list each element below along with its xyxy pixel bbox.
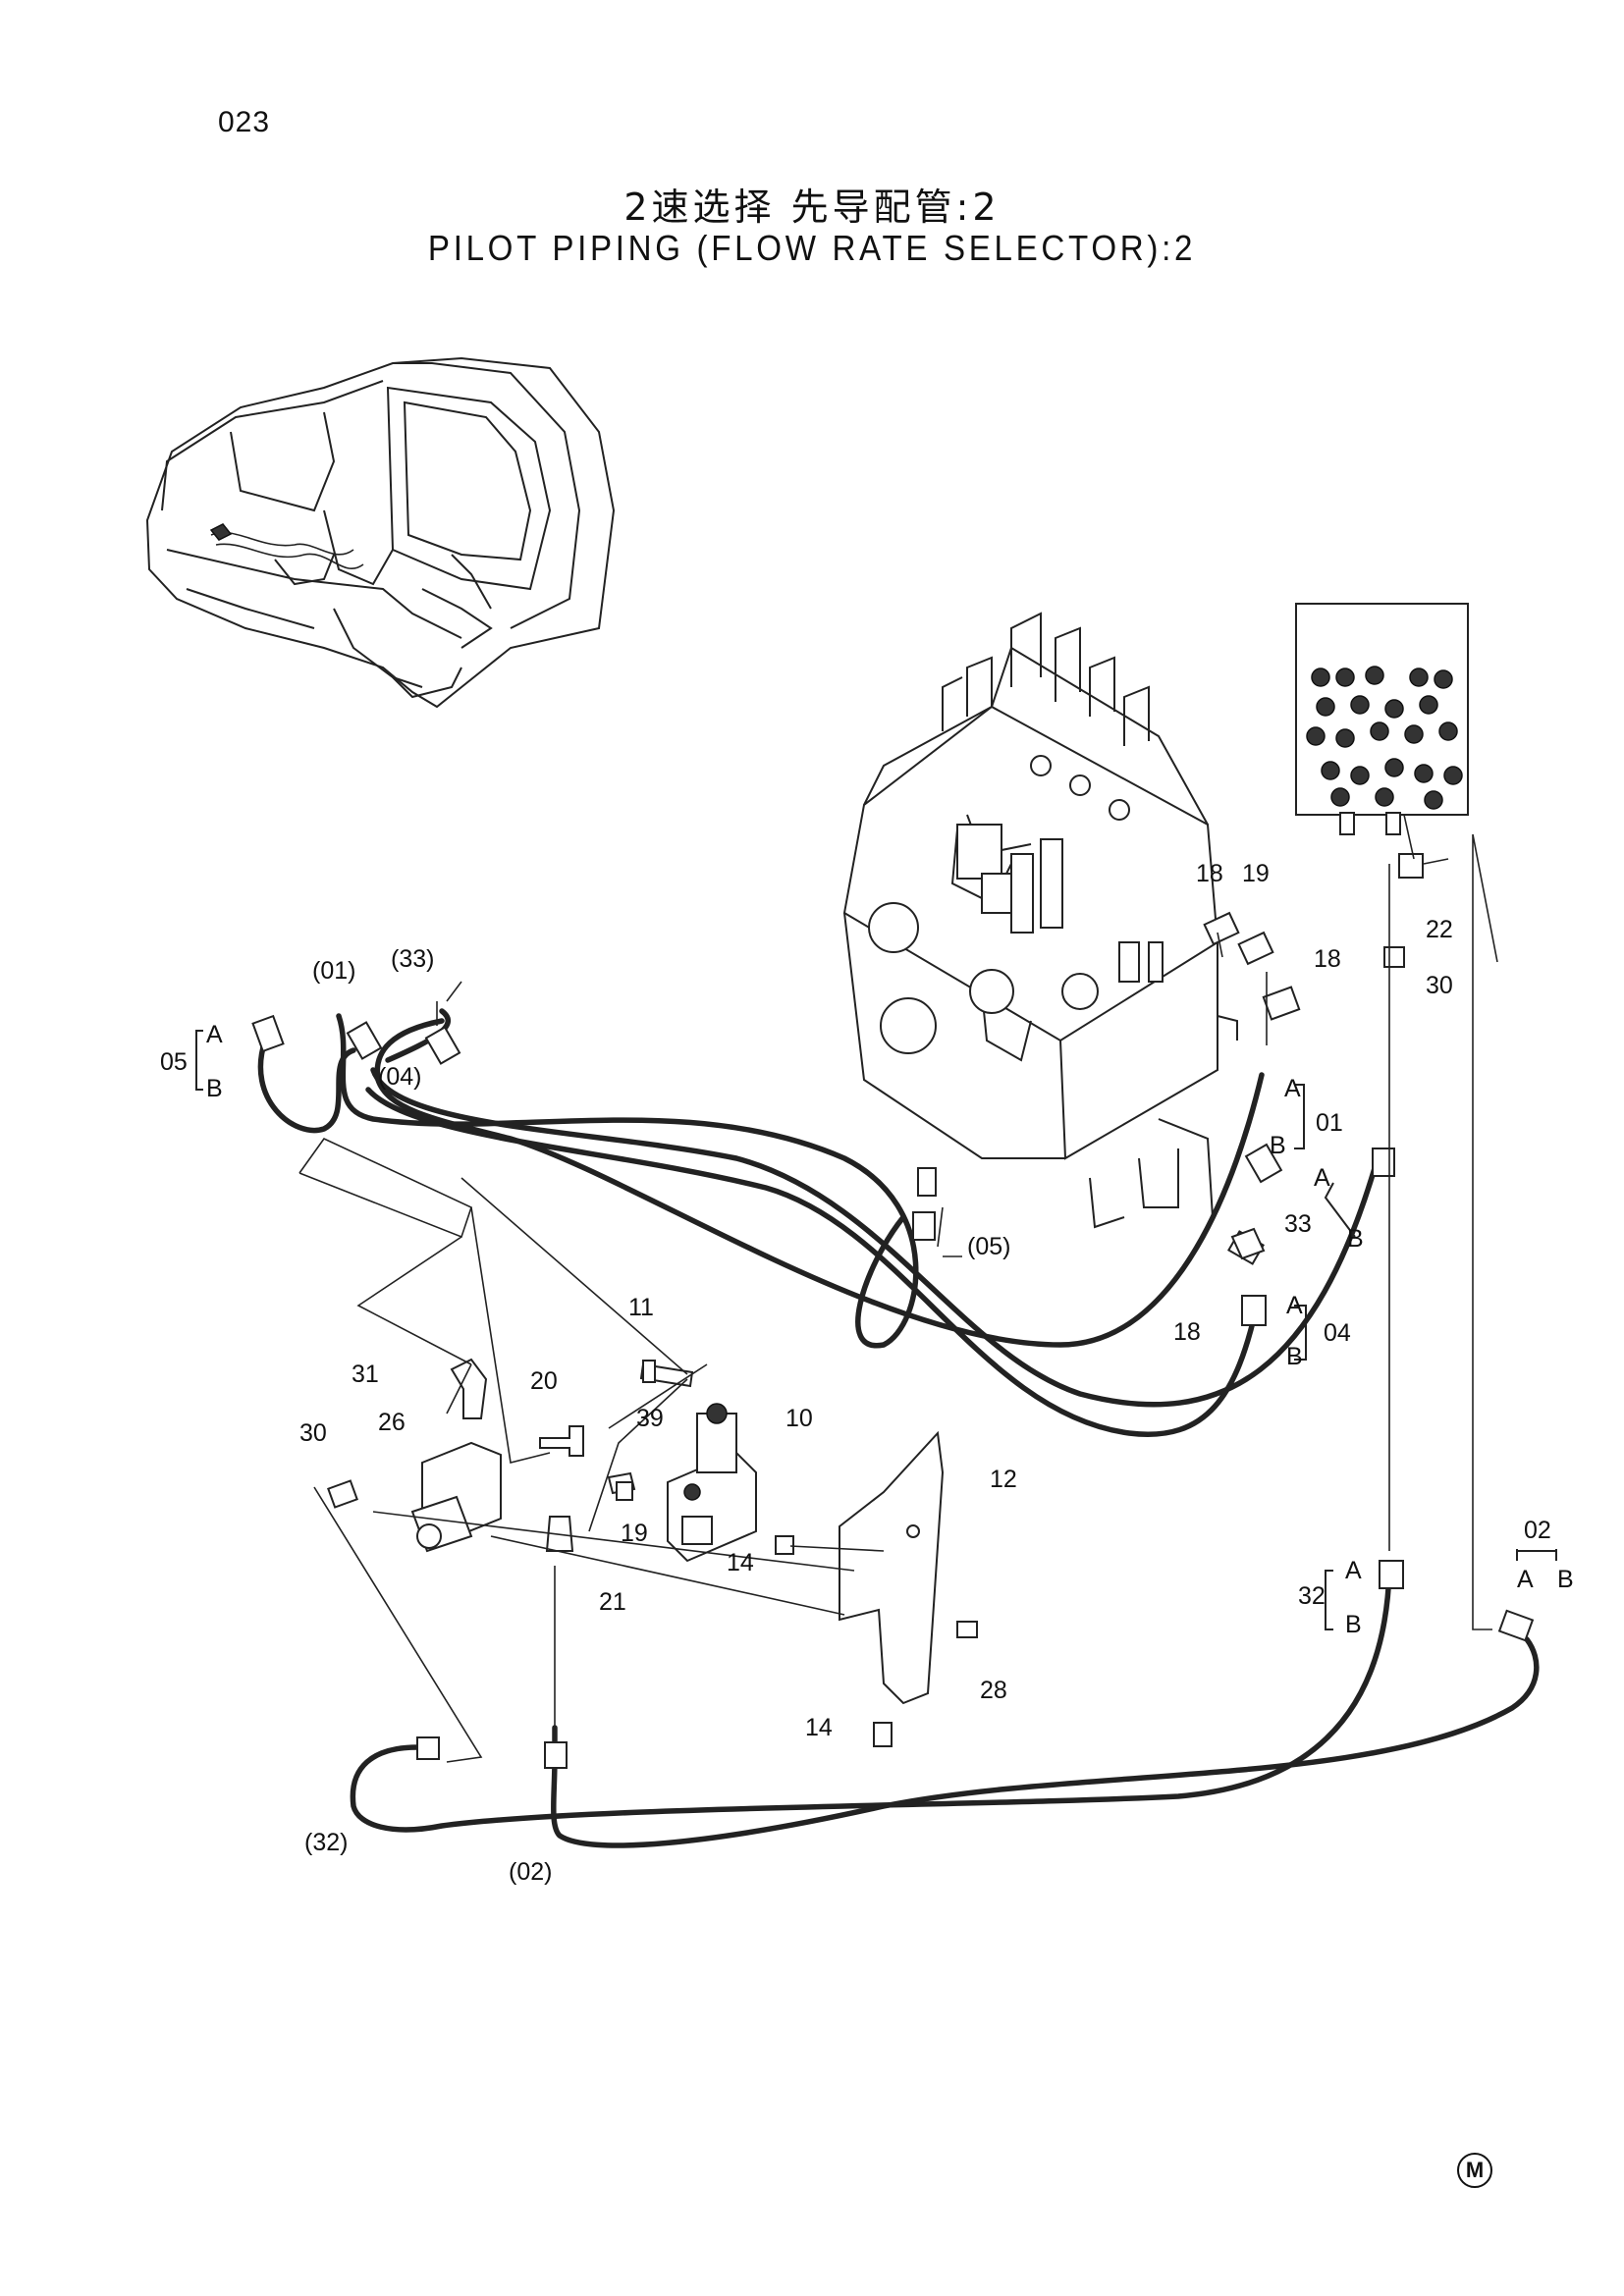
callout-01-paren: (01)	[312, 957, 355, 985]
callout-18-a: 18	[1196, 860, 1223, 887]
callout-05-paren: (05)	[967, 1233, 1010, 1260]
catalog-mark-symbol: M	[1457, 2153, 1492, 2188]
callout-21: 21	[599, 1588, 626, 1616]
callout-14-a: 14	[727, 1549, 754, 1576]
port-b-04: B	[1286, 1343, 1303, 1370]
port-a-04: A	[1286, 1292, 1303, 1319]
callout-20: 20	[530, 1367, 558, 1395]
callout-18-c: 18	[1173, 1318, 1201, 1346]
callout-30-b: 30	[299, 1419, 327, 1447]
callout-28: 28	[980, 1677, 1007, 1704]
port-b-05: B	[206, 1075, 223, 1102]
port-b-01: B	[1270, 1132, 1286, 1159]
hose-lines	[257, 1008, 1540, 1848]
callout-31: 31	[352, 1361, 379, 1388]
port-a-02: A	[1517, 1566, 1534, 1593]
callout-11: 11	[628, 1294, 654, 1321]
callout-26: 26	[378, 1409, 406, 1436]
callout-32: 32	[1298, 1582, 1326, 1610]
callout-02: 02	[1524, 1517, 1551, 1544]
callout-32-paren: (32)	[304, 1829, 348, 1856]
port-a-33: A	[1314, 1164, 1330, 1192]
callout-39: 39	[636, 1405, 664, 1432]
callout-10: 10	[785, 1405, 813, 1432]
pilot-manifold-illustration	[1295, 603, 1469, 835]
port-a-05: A	[206, 1021, 223, 1048]
callout-14-b: 14	[805, 1714, 833, 1741]
callout-02-paren: (02)	[509, 1858, 552, 1886]
control-valve-illustration	[842, 612, 1238, 1229]
callout-04-paren: (04)	[378, 1063, 421, 1091]
callout-04: 04	[1324, 1319, 1351, 1347]
title-chinese: 2速选择 先导配管:2	[623, 186, 1001, 229]
excavator-overview-illustration	[145, 356, 616, 709]
fittings	[251, 853, 1535, 1769]
port-a-32: A	[1345, 1557, 1362, 1584]
manifold-fittings	[1306, 666, 1463, 810]
port-b-33: B	[1347, 1225, 1364, 1253]
callout-19-b: 19	[621, 1520, 648, 1547]
port-b-32: B	[1345, 1611, 1362, 1638]
callout-12: 12	[990, 1466, 1017, 1493]
callout-01: 01	[1316, 1109, 1343, 1137]
callout-33: 33	[1284, 1210, 1312, 1238]
page-code: 023	[218, 106, 271, 138]
callout-18-b: 18	[1314, 945, 1341, 973]
ab-brackets	[195, 1030, 1557, 1630]
callout-22: 22	[1426, 916, 1453, 943]
title-english: PILOT PIPING (FLOW RATE SELECTOR):2	[427, 228, 1197, 268]
callout-19-a: 19	[1242, 860, 1270, 887]
port-b-02: B	[1557, 1566, 1574, 1593]
leader-lines	[298, 814, 1498, 1763]
callout-05: 05	[160, 1048, 188, 1076]
callout-33-paren: (33)	[391, 945, 434, 973]
callout-labels: (01) (33) (04) (05) (32) (02) 05 A B A B…	[160, 860, 1574, 1886]
callout-30-a: 30	[1426, 972, 1453, 999]
port-a-01: A	[1284, 1075, 1301, 1102]
